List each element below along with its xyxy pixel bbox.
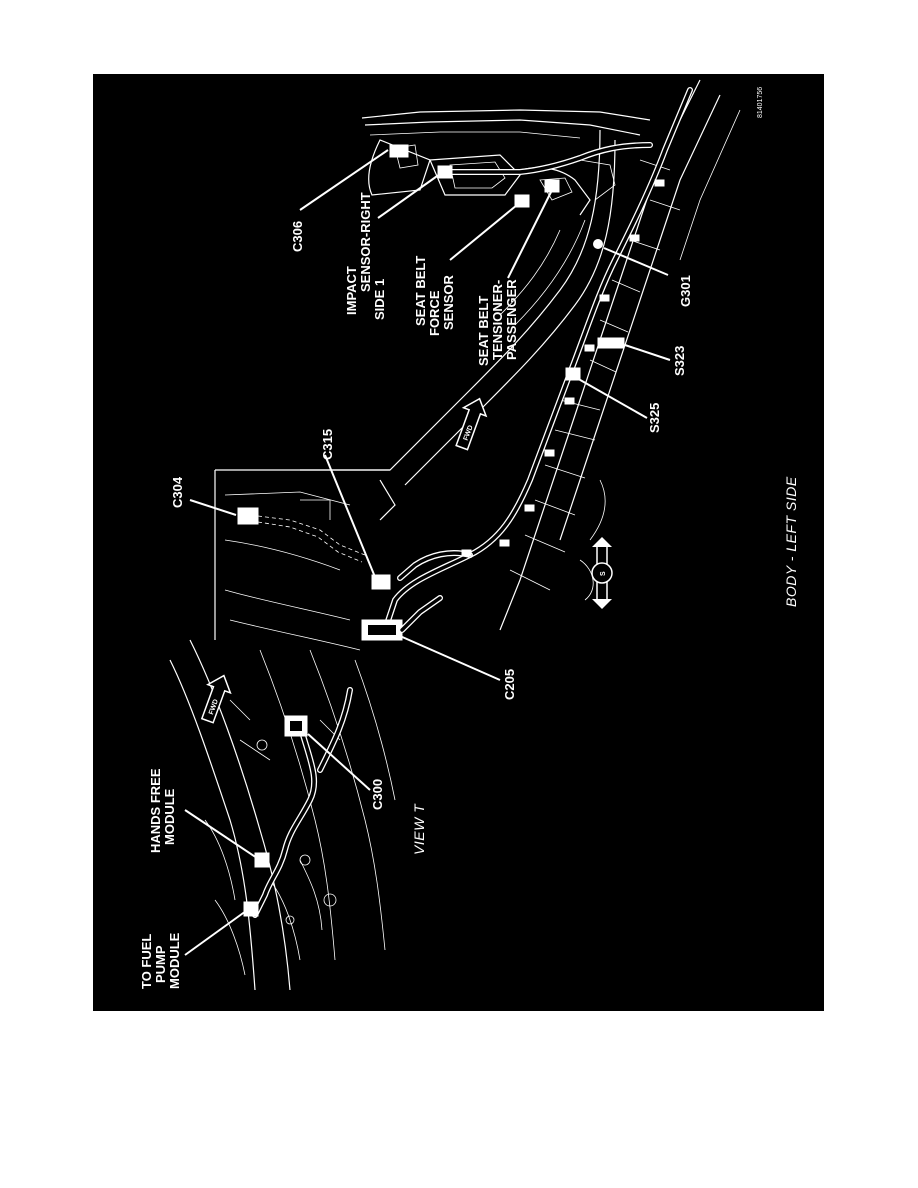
- diagram-background: [93, 74, 824, 1011]
- label-s323: S323: [672, 346, 687, 376]
- label-g301: G301: [678, 275, 693, 307]
- body-illustration: [214, 79, 741, 651]
- figure-id: 81401756: [757, 87, 764, 118]
- c304-connector: [237, 507, 259, 525]
- s-arrow: S: [591, 537, 613, 609]
- fwd-arrow-view-t: FWD: [200, 674, 232, 724]
- label-hands-free: HANDS FREE MODULE: [148, 765, 177, 853]
- label-seat-belt-tensioner: SEAT BELT TENSIONER- PASSENGER: [476, 276, 519, 366]
- leader-lines: [184, 149, 671, 956]
- harness-clips: [461, 179, 665, 557]
- label-fuel-pump: TO FUEL PUMP MODULE: [139, 930, 182, 989]
- svg-text:S: S: [600, 571, 607, 576]
- c306-connector: [389, 144, 409, 158]
- label-s325: S325: [647, 403, 662, 433]
- force-sensor-connector: [514, 194, 530, 208]
- component-labels: C306 IMPACT SENSOR-RIGHT SIDE 1 SEAT BEL…: [139, 189, 799, 989]
- impact-sensor-connector: [437, 165, 453, 179]
- label-impact-sensor: IMPACT SENSOR-RIGHT SIDE 1: [344, 189, 387, 320]
- label-seat-belt-force: SEAT BELT FORCE SENSOR: [413, 252, 456, 336]
- g301-ground: [593, 239, 603, 249]
- fuel-pump-connector: [243, 901, 259, 917]
- label-c205: C205: [502, 669, 517, 700]
- label-c304: C304: [170, 476, 185, 508]
- label-c306: C306: [290, 221, 305, 252]
- fwd-arrow-main: FWD: [455, 397, 488, 451]
- diagram-caption: BODY - LEFT SIDE: [783, 476, 799, 607]
- view-t-illustration: [169, 639, 396, 991]
- label-view-t: VIEW T: [411, 803, 427, 855]
- s323-splice: [597, 337, 625, 349]
- label-c300: C300: [370, 779, 385, 810]
- hands-free-connector: [254, 852, 270, 868]
- label-c315: C315: [320, 429, 335, 460]
- c315-connector: [371, 574, 391, 590]
